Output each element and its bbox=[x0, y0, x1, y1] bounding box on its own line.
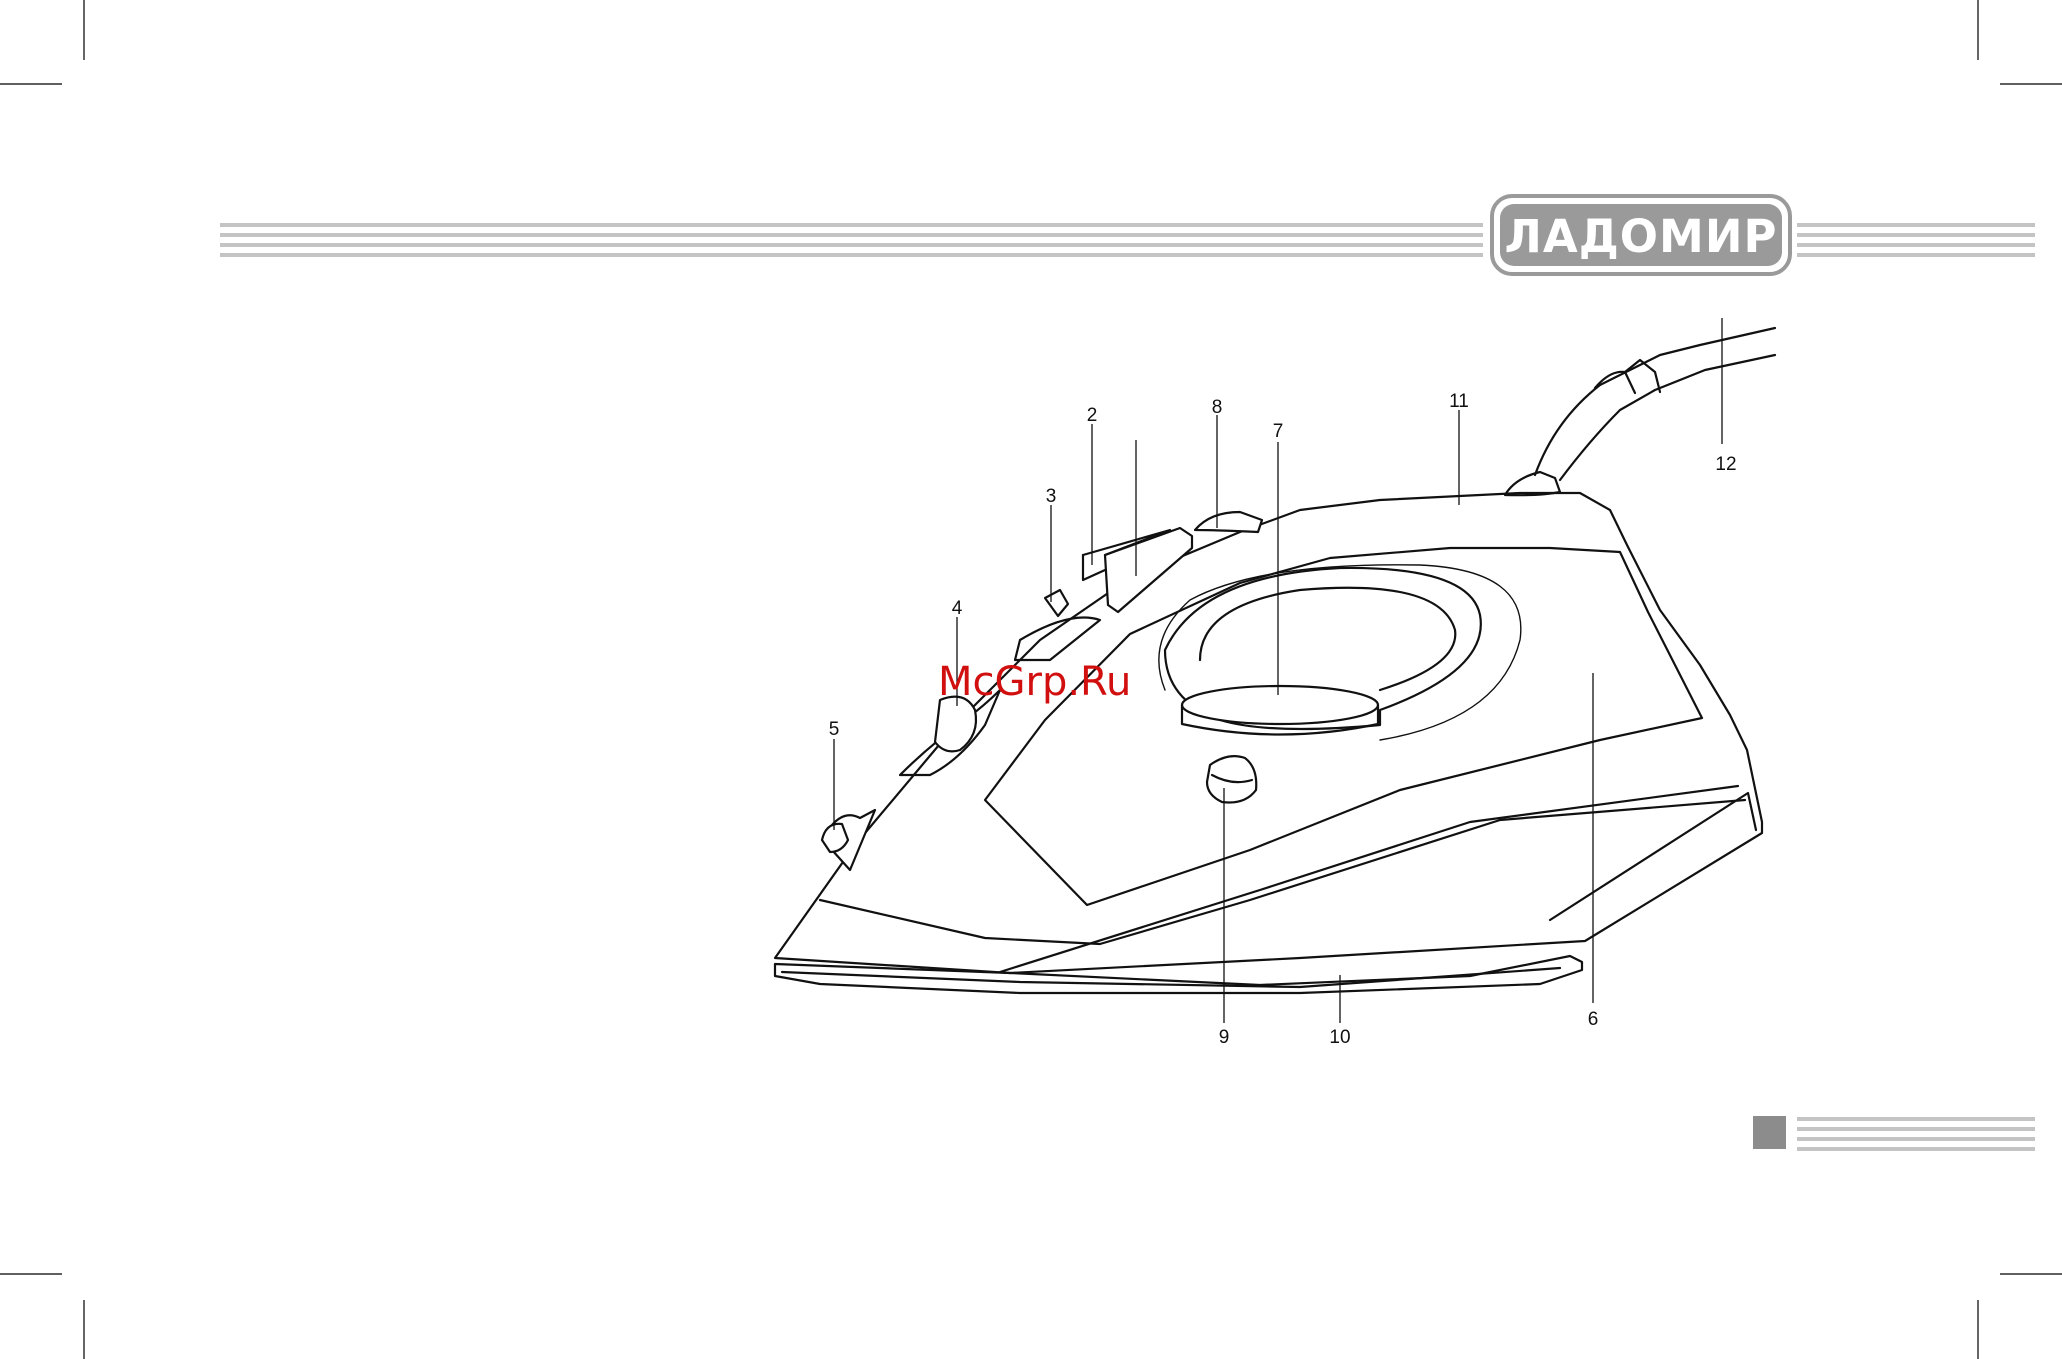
callout-11: 11 bbox=[1449, 391, 1469, 412]
footer-marker bbox=[1753, 1116, 2035, 1151]
steam-button bbox=[1207, 756, 1256, 802]
page-marker-square bbox=[1753, 1116, 1786, 1149]
footer-stripes bbox=[1797, 1117, 2035, 1151]
iron-body bbox=[775, 493, 1762, 973]
brand-logo: ЛАДОМИР bbox=[1492, 196, 1790, 274]
callout-6: 6 bbox=[1588, 1009, 1599, 1030]
callout-7: 7 bbox=[1273, 421, 1284, 442]
callout-9: 9 bbox=[1219, 1027, 1230, 1048]
brand-name: ЛАДОМИР bbox=[1505, 210, 1778, 263]
side-panel bbox=[985, 548, 1702, 905]
watermark: McGrp.Ru bbox=[938, 659, 1131, 705]
callout-5: 5 bbox=[829, 719, 840, 740]
cord-boot bbox=[1505, 472, 1560, 495]
grip-pad bbox=[1182, 686, 1378, 724]
callout-4: 4 bbox=[952, 598, 963, 619]
callout-2: 2 bbox=[1087, 405, 1098, 426]
power-cord bbox=[1535, 328, 1775, 475]
callout-8: 8 bbox=[1212, 397, 1223, 418]
burst-button bbox=[1105, 528, 1192, 612]
callout-10: 10 bbox=[1329, 1027, 1350, 1048]
water-inlet-cover bbox=[1195, 512, 1262, 532]
callout-3: 3 bbox=[1046, 486, 1057, 507]
callout-12: 12 bbox=[1715, 454, 1736, 475]
